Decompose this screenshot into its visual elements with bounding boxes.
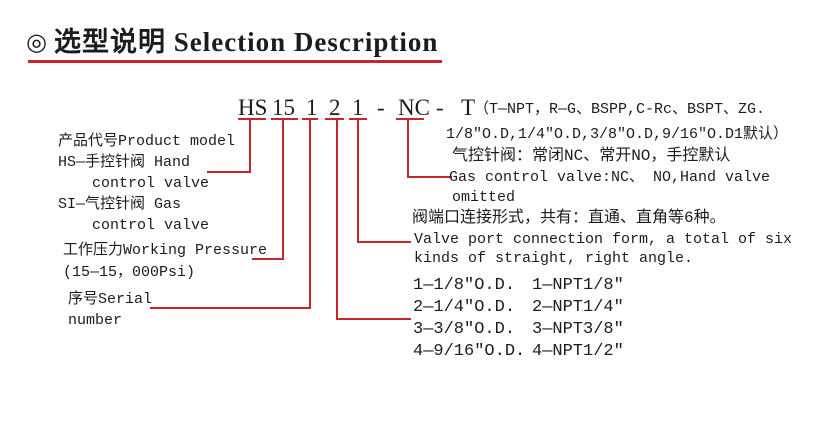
- connector-v-2: [336, 118, 338, 320]
- thread-note-line2: 1/8″O.D,1/4″O.D,3/8″O.D,9/16″O.D1默认）: [446, 126, 789, 143]
- serial-title2: number: [68, 312, 123, 329]
- thread-note-line1: （T—NPT，R—G、BSPP,C-Rc、BSPT、ZG.: [474, 101, 766, 118]
- product-model-hs: HS—手控针阀 Hand: [58, 154, 191, 171]
- product-model-hs2: control valve: [92, 175, 210, 192]
- working-pressure-title: 工作压力Working Pressure: [63, 242, 268, 259]
- size-npt: 3—NPT3/8″: [532, 320, 624, 339]
- size-od: 4—9/16″O.D.: [413, 342, 526, 361]
- code-segment-15: 15: [272, 95, 295, 120]
- code-segment-1b: 1: [352, 95, 364, 120]
- connector-v-1b: [357, 118, 359, 243]
- size-list-row: 2—1/4″O.D. 2—NPT1/4″: [413, 297, 624, 319]
- connector-h-1b: [357, 241, 411, 243]
- connector-v-nc: [407, 118, 409, 178]
- size-list-row: 1—1/8″O.D. 1—NPT1/8″: [413, 275, 624, 297]
- connector-h-2: [336, 318, 411, 320]
- gas-note-cn: 气控针阀：常闭NC、常开NO，手控默认: [452, 147, 731, 165]
- size-od: 3—3/8″O.D.: [413, 320, 516, 339]
- code-segment-2: 2: [329, 95, 341, 120]
- connector-h-hs: [207, 171, 251, 173]
- connector-h-1a: [150, 307, 311, 309]
- connector-v-hs: [249, 118, 251, 173]
- size-npt: 4—NPT1/2″: [532, 342, 624, 361]
- note-product-model: 产品代号Product model HS—手控针阀 Hand control v…: [58, 131, 235, 236]
- code-dash-2: -: [436, 95, 444, 120]
- port-note-en2: kinds of straight, right angle.: [414, 250, 694, 267]
- serial-title: 序号Serial: [68, 291, 153, 308]
- size-list: 1—1/8″O.D. 1—NPT1/8″ 2—1/4″O.D. 2—NPT1/4…: [413, 275, 624, 363]
- code-segment-hs: HS: [238, 95, 268, 120]
- size-od: 1—1/8″O.D.: [413, 276, 516, 295]
- code-dash-1: -: [377, 95, 385, 120]
- size-list-row: 4—9/16″O.D. 4—NPT1/2″: [413, 341, 624, 363]
- underline-15: [271, 118, 298, 120]
- size-npt: 1—NPT1/8″: [532, 276, 624, 295]
- gas-note-en1: Gas control valve:NC、 NO,Hand valve: [449, 169, 771, 186]
- underline-2: [325, 118, 344, 120]
- size-list-row: 3—3/8″O.D. 3—NPT3/8″: [413, 319, 624, 341]
- product-model-si: SI—气控针阀 Gas: [58, 196, 182, 213]
- gas-note-en2: omitted: [452, 189, 516, 206]
- connector-h-nc: [407, 176, 452, 178]
- page-title: ◎选型说明 Selection Description: [26, 26, 438, 59]
- port-note-cn: 阀端口连接形式，共有：直通、直角等6种。: [412, 209, 726, 227]
- page-title-text: 选型说明 Selection Description: [53, 27, 439, 57]
- double-circle-icon: ◎: [26, 30, 48, 56]
- product-model-title: 产品代号Product model: [58, 133, 236, 150]
- underline-nc: [396, 118, 424, 120]
- code-segment-nc: NC: [398, 95, 430, 120]
- code-segment-t: T: [461, 95, 476, 120]
- working-pressure-range: (15—15，000Psi): [63, 264, 196, 281]
- product-model-si2: control valve: [92, 217, 210, 234]
- note-working-pressure: 工作压力Working Pressure (15—15，000Psi): [63, 240, 267, 284]
- title-underline: [28, 60, 442, 63]
- code-segment-1a: 1: [306, 95, 318, 120]
- connector-v-1a: [309, 118, 311, 309]
- port-note-en1: Valve port connection form, a total of s…: [414, 231, 793, 248]
- size-npt: 2—NPT1/4″: [532, 298, 624, 317]
- note-serial-number: 序号Serial number: [68, 289, 152, 331]
- underline-hs: [238, 118, 266, 120]
- size-od: 2—1/4″O.D.: [413, 298, 516, 317]
- connector-h-15: [252, 258, 284, 260]
- connector-v-15: [282, 118, 284, 260]
